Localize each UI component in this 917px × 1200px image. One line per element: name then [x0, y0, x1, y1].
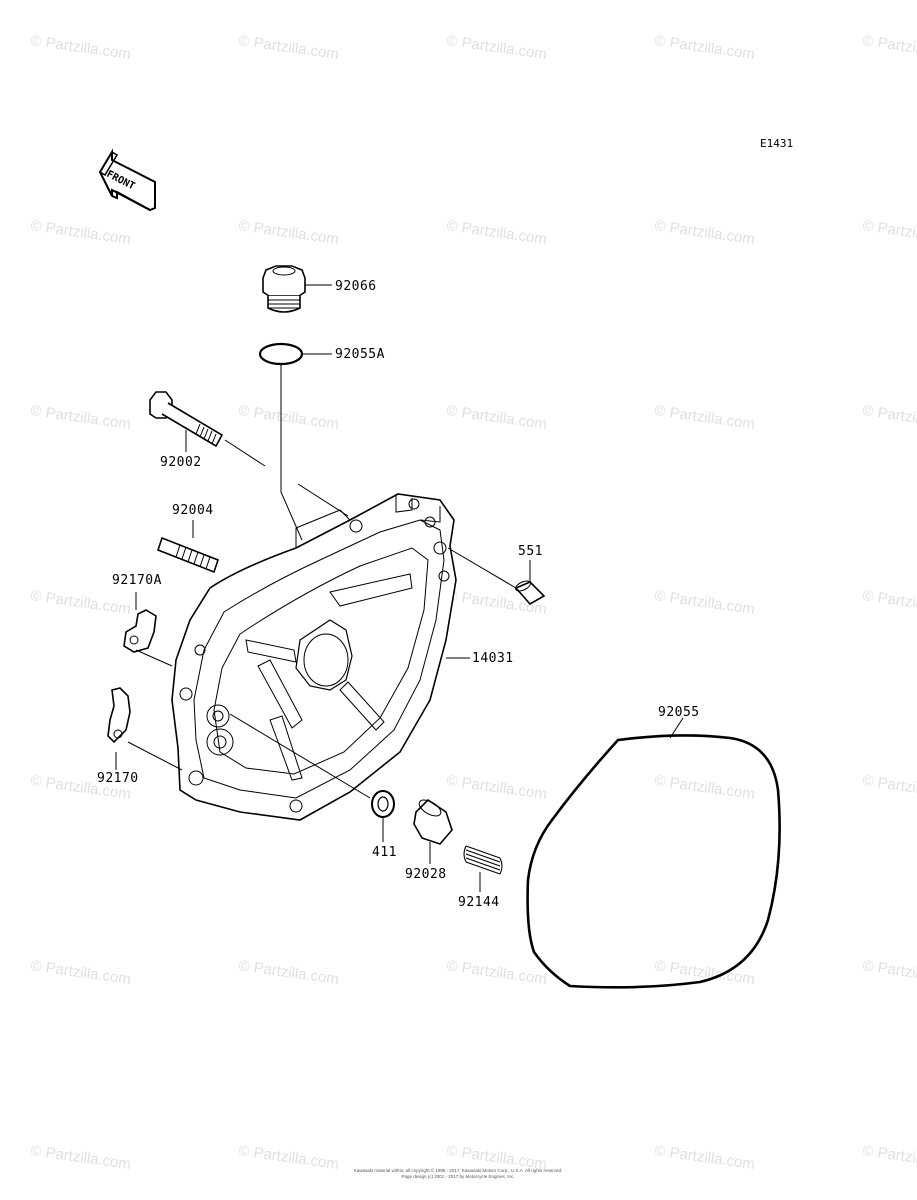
label-411: 411 [372, 845, 397, 860]
part-92004-stud [157, 536, 219, 574]
watermark-text: © Partzilla.com [29, 402, 131, 433]
diagram-code: E1431 [760, 137, 793, 150]
label-92004: 92004 [172, 503, 214, 518]
watermark-text: © Partzilla.com [861, 217, 917, 248]
watermark-text: © Partzilla.com [237, 32, 339, 63]
part-92144-spring [463, 845, 503, 875]
leader-lines [115, 284, 684, 892]
part-92002-bolt [149, 391, 224, 448]
watermark-text: © Partzilla.com [237, 957, 339, 988]
label-92144: 92144 [458, 895, 500, 910]
watermark-text: © Partzilla.com [861, 402, 917, 433]
watermark-text: © Partzilla.com [861, 772, 917, 803]
label-92066: 92066 [335, 279, 377, 294]
part-551-dowel-pin [514, 580, 546, 606]
watermark-text: © Partzilla.com [653, 772, 755, 803]
watermark-text: © Partzilla.com [861, 957, 917, 988]
part-92055a-o-ring [258, 342, 304, 366]
watermark-text: © Partzilla.com [445, 217, 547, 248]
label-92002: 92002 [160, 455, 202, 470]
watermark-text: © Partzilla.com [653, 1142, 755, 1173]
watermark-text: © Partzilla.com [861, 587, 917, 618]
label-14031: 14031 [472, 651, 514, 666]
watermark-text: © Partzilla.com [29, 1142, 131, 1173]
watermark-text: © Partzilla.com [445, 402, 547, 433]
label-92170: 92170 [97, 771, 139, 786]
footer-copyright: Kawasaki material within, all copyright … [354, 1167, 562, 1173]
part-labels: 92066 92055A 92002 92004 92170A 551 1403… [97, 279, 700, 910]
part-92170a-clamp [123, 609, 157, 653]
front-arrow-icon: FRONT [98, 148, 156, 212]
watermark-text: © Partzilla.com [237, 217, 339, 248]
footer-page-design: Page design (c) 2001 - 2017 by Motorcycl… [401, 1174, 514, 1179]
watermark-layer: © Partzilla.com © Partzilla.com © Partzill… [29, 32, 917, 1173]
part-92066-oil-plug [262, 265, 306, 313]
watermark-text: © Partzilla.com [653, 217, 755, 248]
watermark-text: © Partzilla.com [237, 402, 339, 433]
part-92055-gasket [526, 734, 781, 989]
watermark-text: © Partzilla.com [29, 587, 131, 618]
label-92055: 92055 [658, 705, 700, 720]
watermark-text: © Partzilla.com [861, 1142, 917, 1173]
watermark-text: © Partzilla.com [861, 32, 917, 63]
watermark-text: © Partzilla.com [653, 32, 755, 63]
watermark-text: © Partzilla.com [445, 772, 547, 803]
label-551: 551 [518, 544, 543, 559]
watermark-text: © Partzilla.com [445, 32, 547, 63]
part-92170-clamp [107, 687, 131, 744]
label-92055a: 92055A [335, 347, 385, 362]
watermark-text: © Partzilla.com [653, 587, 755, 618]
label-92028: 92028 [405, 867, 447, 882]
watermark-text: © Partzilla.com [237, 1142, 339, 1173]
part-92028-bushing [413, 798, 453, 845]
part-411-seal [371, 790, 395, 818]
watermark-text: © Partzilla.com [29, 217, 131, 248]
watermark-text: © Partzilla.com [653, 402, 755, 433]
watermark-text: © Partzilla.com [29, 957, 131, 988]
label-92170a: 92170A [112, 573, 162, 588]
watermark-text: © Partzilla.com [29, 32, 131, 63]
part-14031-clutch-cover [171, 493, 457, 821]
watermark-text: © Partzilla.com [445, 957, 547, 988]
